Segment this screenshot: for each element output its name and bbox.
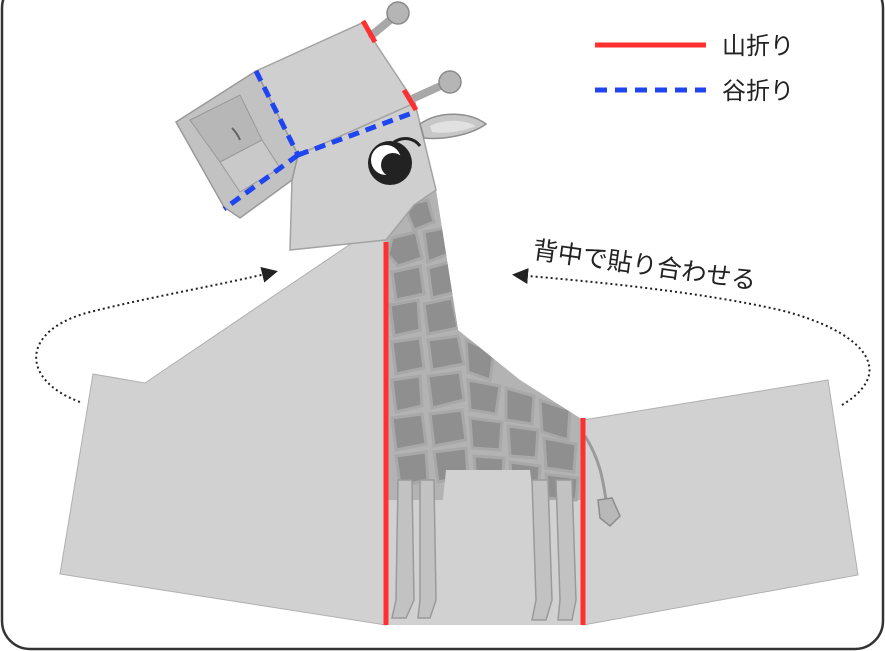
belly-gap <box>430 470 548 625</box>
front-leg-2 <box>417 479 437 619</box>
valley-folds <box>222 69 416 212</box>
wrap-around-arrow <box>35 267 871 406</box>
mountain-fold-line-ossicone-2 <box>401 88 419 112</box>
legend: 山折り 谷折り <box>595 32 794 105</box>
tail-tuft <box>597 497 621 528</box>
valley-fold-line-upper <box>253 69 301 157</box>
mountain-folds <box>360 19 586 625</box>
ear-inner <box>430 120 476 133</box>
nostril <box>231 127 241 141</box>
ossicone-knob <box>386 1 410 25</box>
giraffe-head <box>174 1 488 251</box>
back-leg-2 <box>555 479 577 621</box>
valley-fold-line-brow <box>297 109 416 158</box>
legend-label-mountain: 山折り <box>722 32 794 60</box>
mountain-fold-line-ossicone <box>360 19 378 44</box>
valley-fold-line-jaw <box>222 152 300 212</box>
legend-label-valley: 谷折り <box>722 77 794 105</box>
eyelash <box>393 137 422 147</box>
eye-pupil <box>381 153 405 177</box>
arrow-right-arc <box>512 268 871 406</box>
arrow-left-arc <box>35 267 278 403</box>
front-leg <box>391 479 415 619</box>
back-leg <box>531 479 553 621</box>
ossicone-knob-2 <box>438 70 462 94</box>
